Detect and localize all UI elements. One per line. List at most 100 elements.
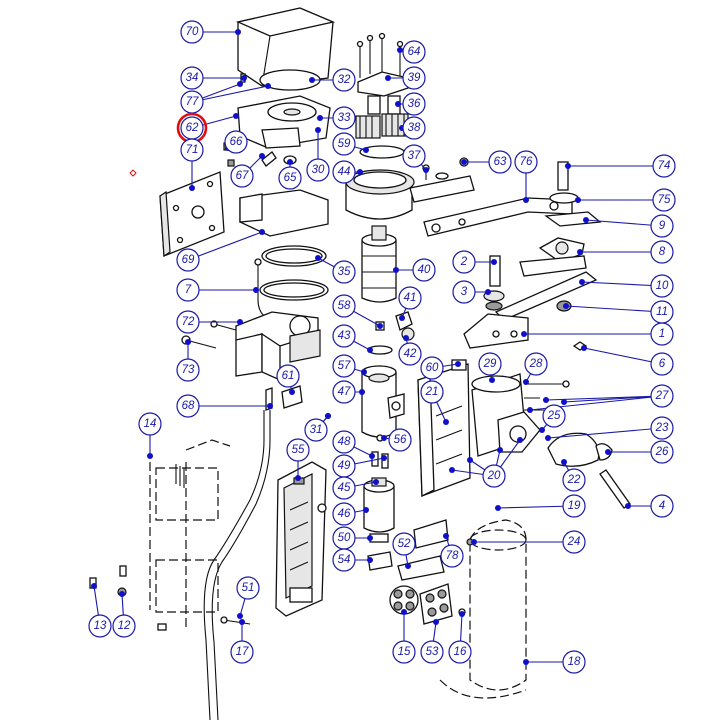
callout-39[interactable]: 39 (402, 66, 426, 90)
callout-13[interactable]: 13 (88, 614, 112, 638)
callout-10[interactable]: 10 (650, 274, 674, 298)
callout-74[interactable]: 74 (652, 154, 676, 178)
leader-dot-50 (367, 535, 373, 541)
callout-label: 41 (404, 292, 417, 304)
callout-32[interactable]: 32 (332, 68, 356, 92)
callout-24[interactable]: 24 (562, 530, 586, 554)
callout-78[interactable]: 78 (440, 544, 464, 568)
callout-64[interactable]: 64 (402, 40, 426, 64)
callout-37[interactable]: 37 (402, 144, 426, 168)
callout-66[interactable]: 66 (224, 130, 248, 154)
clevis-9-part (544, 211, 602, 227)
callout-49[interactable]: 49 (332, 454, 356, 478)
callout-20[interactable]: 20 (482, 464, 506, 488)
callout-50[interactable]: 50 (332, 526, 356, 550)
gearbox-part (471, 373, 570, 457)
callout-52[interactable]: 52 (392, 532, 416, 556)
callout-54[interactable]: 54 (332, 548, 356, 572)
callout-27[interactable]: 27 (650, 384, 674, 408)
callout-56[interactable]: 56 (388, 428, 412, 452)
callout-bubble (482, 464, 506, 488)
callout-7[interactable]: 7 (176, 278, 200, 302)
callout-29[interactable]: 29 (478, 352, 502, 376)
callout-70[interactable]: 70 (180, 20, 204, 44)
callout-38[interactable]: 38 (402, 116, 426, 140)
callout-60[interactable]: 60 (420, 356, 444, 380)
callout-48[interactable]: 48 (332, 430, 356, 454)
callout-40[interactable]: 40 (412, 258, 436, 282)
callout-53[interactable]: 53 (420, 640, 444, 664)
callout-4[interactable]: 4 (650, 494, 674, 518)
callout-61[interactable]: 61 (276, 364, 300, 388)
callout-12[interactable]: 12 (112, 614, 136, 638)
callout-45[interactable]: 45 (332, 476, 356, 500)
callout-72[interactable]: 72 (176, 310, 200, 334)
callout-25[interactable]: 25 (542, 404, 566, 428)
callout-73[interactable]: 73 (176, 358, 200, 382)
callout-46[interactable]: 46 (332, 502, 356, 526)
callout-bubble (236, 576, 260, 600)
callout-63[interactable]: 63 (488, 150, 512, 174)
callout-43[interactable]: 43 (332, 324, 356, 348)
callout-62[interactable]: 62 (180, 116, 204, 140)
leader-dot-15 (401, 609, 407, 615)
callout-11[interactable]: 11 (650, 300, 674, 324)
callout-18[interactable]: 18 (562, 650, 586, 674)
callout-bubble (230, 164, 254, 188)
leader-dot-44 (357, 169, 363, 175)
callout-6[interactable]: 6 (650, 352, 674, 376)
callout-69[interactable]: 69 (176, 248, 200, 272)
leader-line-6 (583, 347, 663, 365)
callout-65[interactable]: 65 (278, 166, 302, 190)
callout-31[interactable]: 31 (304, 418, 328, 442)
callout-75[interactable]: 75 (652, 188, 676, 212)
callout-33[interactable]: 33 (332, 106, 356, 130)
callout-58[interactable]: 58 (332, 294, 356, 318)
callout-44[interactable]: 44 (332, 160, 356, 184)
leader-dot-16 (459, 611, 465, 617)
callout-8[interactable]: 8 (650, 240, 674, 264)
callout-76[interactable]: 76 (514, 150, 538, 174)
callout-34[interactable]: 34 (180, 66, 204, 90)
callout-36[interactable]: 36 (402, 92, 426, 116)
callout-bubble (332, 476, 356, 500)
callout-15[interactable]: 15 (392, 640, 416, 664)
callout-label: 77 (186, 96, 199, 108)
callout-30[interactable]: 30 (306, 158, 330, 182)
cable-part (257, 264, 265, 317)
callout-9[interactable]: 9 (650, 214, 674, 238)
leader-dot-76 (523, 197, 529, 203)
callout-57[interactable]: 57 (332, 354, 356, 378)
callout-47[interactable]: 47 (332, 380, 356, 404)
callout-42[interactable]: 42 (398, 342, 422, 366)
callout-bubble (180, 66, 204, 90)
callout-21[interactable]: 21 (420, 380, 444, 404)
callout-16[interactable]: 16 (448, 640, 472, 664)
callout-2[interactable]: 2 (452, 250, 476, 274)
callout-17[interactable]: 17 (230, 640, 254, 664)
callout-35[interactable]: 35 (332, 260, 356, 284)
callout-77[interactable]: 77 (180, 90, 204, 114)
callout-label: 29 (483, 358, 497, 370)
callout-55[interactable]: 55 (286, 438, 310, 462)
callout-28[interactable]: 28 (524, 352, 548, 376)
callout-19[interactable]: 19 (562, 494, 586, 518)
leader-dot-22 (561, 459, 567, 465)
cover-22-part (547, 432, 600, 467)
callout-68[interactable]: 68 (176, 394, 200, 418)
callout-23[interactable]: 23 (650, 416, 674, 440)
callout-22[interactable]: 22 (562, 468, 586, 492)
callout-26[interactable]: 26 (650, 440, 674, 464)
callout-59[interactable]: 59 (332, 132, 356, 156)
callout-67[interactable]: 67 (230, 164, 254, 188)
callout-51[interactable]: 51 (236, 576, 260, 600)
callout-label: 53 (426, 646, 439, 658)
callout-bubble (478, 352, 502, 376)
callout-bubble (278, 166, 302, 190)
callout-71[interactable]: 71 (180, 138, 204, 162)
callout-14[interactable]: 14 (138, 412, 162, 436)
callout-3[interactable]: 3 (452, 280, 476, 304)
callout-41[interactable]: 41 (398, 286, 422, 310)
callout-1[interactable]: 1 (650, 322, 674, 346)
